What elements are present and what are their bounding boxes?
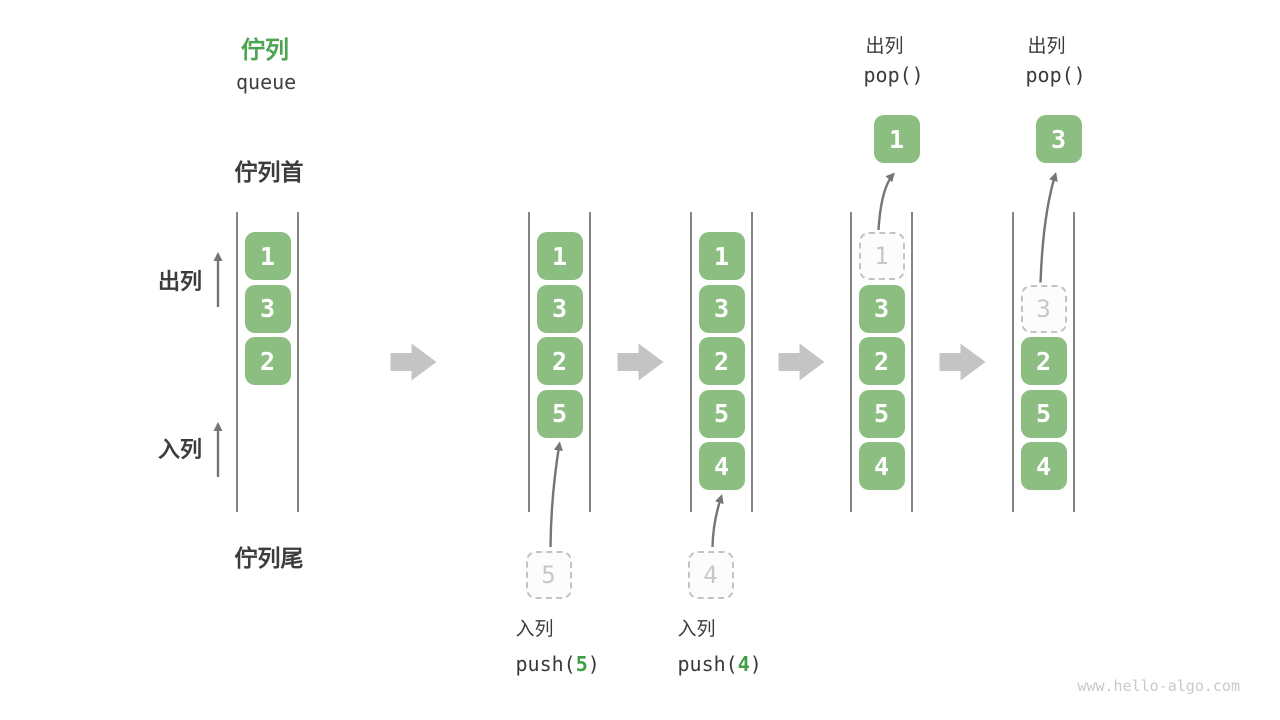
queue-item-col1-3: 3: [244, 284, 291, 333]
queue-item-col3-3: 3: [698, 284, 745, 333]
queue-item-col5-2: 2: [1020, 337, 1067, 385]
queue-item-col5-4: 4: [1020, 442, 1067, 490]
queue-rear-label: 佇列尾: [234, 545, 304, 571]
push-code-part: push(: [515, 652, 576, 676]
queue-item-col4-5: 5: [858, 389, 905, 438]
queue-item-ghost-col4-1: 1: [858, 232, 905, 280]
queue-item-col3-2: 2: [698, 337, 745, 385]
push-code-part: ): [587, 652, 600, 676]
pop-action-label-col5: 出列: [1027, 36, 1066, 57]
push-code-part: push(: [677, 652, 738, 676]
push-arrow-col3: [711, 494, 724, 548]
push-code-part: 4: [737, 652, 750, 676]
transition-arrow-icon-3: [778, 343, 825, 381]
queue-item-col1-1: 1: [244, 232, 291, 280]
push-action-label-col2: 入列: [515, 619, 554, 640]
transition-arrow-icon-2: [617, 343, 664, 381]
push-arrow-col2: [549, 441, 563, 548]
page-title: 佇列: [241, 37, 289, 64]
transition-arrow-icon-1: [390, 343, 437, 381]
queue-item-col3-5: 5: [698, 389, 745, 438]
queue-item-col3-1: 1: [698, 232, 745, 280]
queue-item-col4-3: 3: [858, 284, 905, 333]
push-code-part: ): [749, 652, 762, 676]
queue-item-col2-1: 1: [536, 232, 583, 280]
queue-item-col1-2: 2: [244, 337, 291, 385]
queue-item-ghost-col5-3: 3: [1020, 284, 1067, 333]
pop-action-code-col4: pop(): [863, 63, 924, 87]
watermark: www.hello-algo.com: [1077, 677, 1240, 695]
queue-item-col5-5: 5: [1020, 389, 1067, 438]
enqueue-side-label: 入列: [158, 437, 203, 462]
queue-front-label: 佇列首: [234, 159, 304, 185]
push-action-label-col3: 入列: [677, 619, 716, 640]
queue-item-col3-4: 4: [698, 442, 745, 490]
enqueue-ghost-item-col2: 5: [525, 551, 572, 599]
popped-item-col4: 1: [873, 115, 920, 163]
push-action-code-col3: push(4): [678, 652, 762, 676]
queue-item-col2-3: 3: [536, 284, 583, 333]
transition-arrow-icon-4: [939, 343, 986, 381]
dequeue-side-label: 出列: [158, 269, 203, 294]
enqueue-ghost-item-col3: 4: [687, 551, 734, 599]
push-action-code-col2: push(5): [516, 652, 600, 676]
queue-item-col2-2: 2: [536, 337, 583, 385]
pop-arrow-col5: [1039, 172, 1058, 283]
page-subtitle: queue: [236, 70, 297, 94]
pop-action-label-col4: 出列: [865, 36, 904, 57]
push-code-part: 5: [575, 652, 588, 676]
queue-item-col4-4: 4: [858, 442, 905, 490]
pop-action-code-col5: pop(): [1025, 63, 1086, 87]
queue-item-col2-5: 5: [536, 389, 583, 438]
queue-item-col4-2: 2: [858, 337, 905, 385]
popped-item-col5: 3: [1035, 115, 1082, 163]
pop-arrow-col4: [877, 172, 895, 231]
